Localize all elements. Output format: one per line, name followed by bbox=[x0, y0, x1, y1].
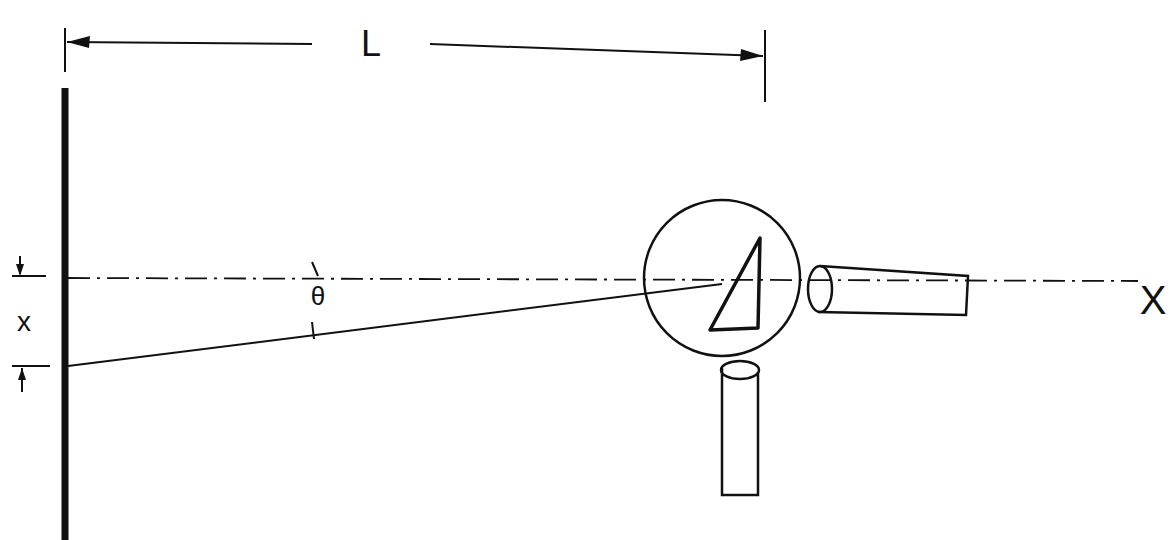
collimator-end bbox=[721, 361, 759, 379]
dimension-label: x bbox=[17, 308, 31, 336]
dimension-label: L bbox=[361, 26, 381, 62]
arrowhead bbox=[18, 368, 26, 380]
screen-wall bbox=[62, 88, 69, 540]
prism-table bbox=[644, 200, 800, 356]
dimension-line bbox=[67, 42, 312, 44]
prism bbox=[710, 238, 760, 330]
dimension-tick bbox=[764, 30, 766, 102]
dimension-tick bbox=[12, 275, 46, 277]
angle-tick bbox=[312, 262, 318, 276]
dimension-line bbox=[430, 44, 763, 56]
target-mark: X bbox=[1140, 280, 1167, 320]
arrowhead bbox=[740, 49, 763, 61]
collimator bbox=[722, 368, 758, 495]
arrowhead bbox=[16, 264, 24, 276]
optical-axis bbox=[68, 278, 1138, 281]
arrowhead bbox=[67, 36, 90, 48]
angle-label: θ bbox=[311, 283, 325, 309]
telescope-lens bbox=[808, 266, 832, 312]
telescope bbox=[818, 266, 968, 315]
deflected-ray bbox=[68, 284, 722, 366]
dimension-tick bbox=[12, 365, 50, 367]
dimension-tick bbox=[64, 28, 66, 72]
angle-tick bbox=[312, 322, 314, 339]
